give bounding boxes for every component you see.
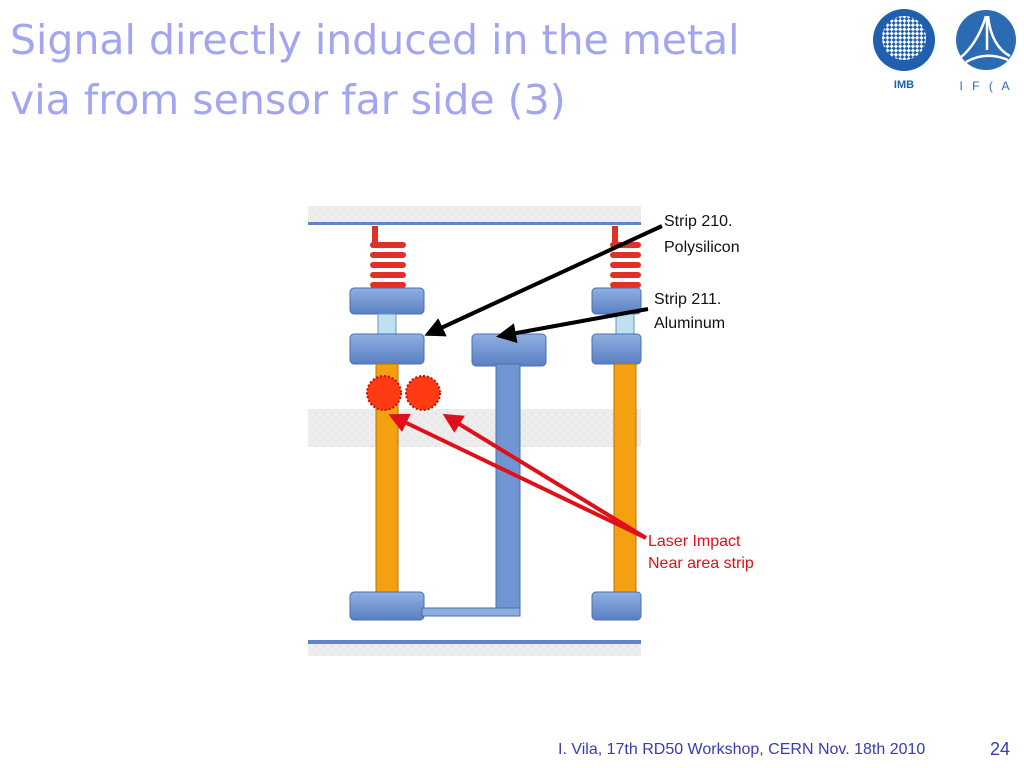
right-strip-pad	[591, 333, 642, 365]
left-bottom-pad	[349, 591, 425, 621]
label-laser-impact-line-1: Laser Impact	[648, 533, 741, 550]
imb-logo-label: IMB	[894, 79, 914, 91]
title-line-2: via from sensor far side (3)	[10, 76, 566, 124]
label-strip-211-line-2: Aluminum	[654, 315, 725, 332]
imb-logo-icon: IMB	[873, 9, 935, 91]
label-strip-210-line-1: Strip 210.	[664, 213, 732, 230]
slide-footer: I. Vila, 17th RD50 Workshop, CERN Nov. 1…	[558, 741, 926, 758]
ifca-logo-icon: I F ( A	[956, 10, 1016, 93]
slide-title: Signal directly induced in the metal via…	[10, 10, 800, 130]
strip-211-pad	[471, 333, 547, 367]
laser-impact-arrow-2	[442, 413, 648, 540]
strip-211-arrow	[496, 307, 649, 343]
top-oxide-band	[308, 206, 641, 224]
left-via-connector	[377, 313, 397, 335]
laser-impact-marker-left	[366, 375, 402, 411]
page-number: 24	[990, 739, 1011, 759]
right-bottom-pad	[591, 591, 642, 621]
left-polysilicon-resistor	[370, 226, 406, 288]
right-polysilicon-resistor	[610, 226, 641, 288]
right-orange-pillar	[613, 363, 637, 595]
label-strip-211-line-1: Strip 211.	[654, 291, 721, 308]
bottom-metal-line	[308, 640, 641, 644]
right-via-connector	[615, 313, 635, 335]
laser-impact-marker-right	[405, 375, 441, 411]
strip-211-metal-via	[495, 363, 521, 613]
label-laser-impact-line-2: Near area strip	[648, 555, 754, 572]
bottom-oxide-band	[308, 644, 641, 656]
ifca-logo-label: I F ( A	[959, 79, 1012, 93]
left-upper-pad	[349, 287, 425, 315]
top-metal-line	[308, 222, 641, 225]
sensor-cross-section-diagram: Strip 210. Polysilicon Strip 211. Alumin…	[308, 206, 754, 656]
left-strip-210-pad	[349, 333, 425, 365]
laser-impact-arrow-1	[388, 413, 647, 540]
logo-group: IMB I F ( A	[873, 9, 1016, 93]
silicon-bulk-band	[308, 409, 641, 447]
bottom-connector-bar	[421, 607, 521, 617]
title-line-1: Signal directly induced in the metal	[10, 16, 740, 64]
label-strip-210-line-2: Polysilicon	[664, 239, 740, 256]
strip-210-arrow	[424, 224, 663, 337]
